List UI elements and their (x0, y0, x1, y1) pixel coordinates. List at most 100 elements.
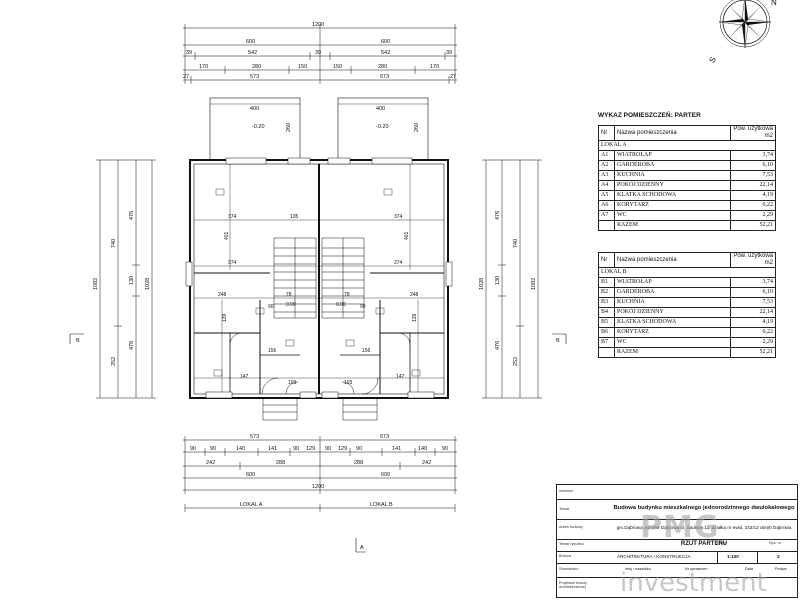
scale-key: Skala (717, 541, 727, 545)
address-key: Adres budowy (559, 525, 584, 529)
dim-top-r4: 573 (380, 74, 389, 80)
project-title: Budowa budynku mieszkalnego jednorodzinn… (613, 505, 795, 511)
title-block: Inwestor Temat Budowa budynku mieszkalne… (556, 484, 798, 598)
dim-top-r3: 150 (333, 64, 342, 70)
dim-bottom-r1: 573 (250, 434, 259, 440)
staircases (273, 237, 365, 319)
drawing-key: Temat rysunku (559, 542, 584, 546)
compass-north-label: N (771, 0, 777, 7)
role-license: Nr uprawnień (685, 567, 708, 571)
dim-bottom-r2: 90 (293, 446, 299, 452)
dim-top-r2: 39 (315, 50, 321, 56)
dim-interior: 147 (240, 374, 249, 380)
watermark-logo: PMG (640, 510, 720, 545)
drawing-row: Temat rysunku RZUT PARTERU (557, 539, 797, 552)
dim-interior: 401 (404, 231, 410, 240)
col-nr-header: Nr (598, 125, 615, 141)
dim-left-overall: 1082 (93, 278, 99, 290)
dim-left-part: 476 (129, 211, 135, 220)
dim-bottom-half-left: 600 (246, 472, 255, 478)
room-list: WYKAZ POMIESZCZEŃ: PARTER Nr Nazwa pomie… (598, 112, 776, 231)
dim-top-r3: 170 (430, 64, 439, 70)
branch-value: ARCHITEKTURA / KONSTRUKCJA (617, 554, 691, 559)
dim-bottom-r2: 141 (392, 446, 401, 452)
dim-top-r2: 39 (186, 50, 192, 56)
dim-interior: 374 (228, 214, 237, 220)
dim-interior: 374 (228, 260, 237, 266)
dim-left-inner: 1028 (145, 278, 151, 290)
room-table-lokal-a: Nr Nazwa pomieszczenia Pow. użytkowa m2 … (598, 125, 776, 231)
dim-top-r4: 27 (450, 74, 456, 80)
dim-top-r2: 542 (248, 50, 257, 56)
dim-terrace-depth-b: 260 (414, 123, 420, 132)
top-dimension-lines (183, 24, 457, 84)
section-mark-bottom: A (360, 545, 364, 551)
dim-terrace-width-b: 400 (376, 106, 385, 112)
dim-interior: 156 (362, 348, 371, 354)
dim-interior: 401 (224, 231, 230, 240)
dim-bottom-r2: 129 (338, 446, 347, 452)
section-markers (69, 333, 567, 553)
dim-interior: 90 (360, 304, 366, 310)
lokal-header: LOKAL B (598, 267, 776, 278)
dim-left-part: 740 (111, 239, 117, 248)
dim-top-r3: 170 (199, 64, 208, 70)
role-author: Imię i nazwisko (625, 567, 651, 571)
dim-interior: 139 (222, 313, 228, 322)
compass-rose (718, 0, 772, 49)
dim-bottom-r3: 242 (206, 460, 215, 466)
investor-key: Inwestor (559, 489, 574, 493)
scale-value: 1:100 (727, 554, 739, 559)
dim-top-r4: 27 (183, 74, 189, 80)
dim-top-r2: 542 (381, 50, 390, 56)
col-area-header: Pow. użytkowa m2 (730, 252, 776, 268)
col-name-header: Nazwa pomieszczenia (614, 252, 731, 268)
investor-row: Inwestor (557, 485, 797, 500)
project-key: Temat (559, 507, 570, 511)
lokal-b-label: LOKAL B (370, 502, 393, 508)
drawing-title: RZUT PARTERU (680, 541, 728, 547)
windows (185, 157, 453, 399)
dim-interior: 193 (344, 380, 353, 386)
terraces (209, 97, 429, 161)
dim-top-r3: 280 (378, 64, 387, 70)
interior-dimension-lines (194, 164, 444, 394)
dim-interior: 374 (394, 260, 403, 266)
section-mark-left: B (76, 338, 80, 344)
dim-bottom-half-right: 600 (381, 472, 390, 478)
designer-key: Projektant branży architektonicznej (559, 581, 587, 589)
dim-bottom-r2: 140 (418, 446, 427, 452)
bottom-dimension-lines (183, 436, 457, 494)
dim-top-half-left: 600 (246, 39, 255, 45)
col-area-header: Pow. użytkowa m2 (730, 125, 776, 141)
dim-bottom-r3: 288 (276, 460, 285, 466)
dim-bottom-r2: 90 (190, 446, 196, 452)
watermark-text: investment (620, 568, 767, 598)
dim-interior: 78 (344, 292, 350, 298)
dim-top-r2: 39 (446, 50, 452, 56)
dim-right-inner: 1028 (479, 278, 485, 290)
room-tags (213, 188, 421, 377)
sheet-value: 3 (777, 554, 780, 559)
date-key: Data (745, 567, 754, 571)
project-row: Temat Budowa budynku mieszkalnego jednor… (557, 499, 797, 520)
dim-left-part: 476 (129, 341, 135, 350)
door-swings (229, 332, 411, 395)
dim-bottom-overall: 1200 (312, 484, 324, 490)
level-mark: 0.00 (286, 302, 296, 308)
dim-interior: 147 (396, 374, 405, 380)
dim-bottom-r2: 90 (325, 446, 331, 452)
